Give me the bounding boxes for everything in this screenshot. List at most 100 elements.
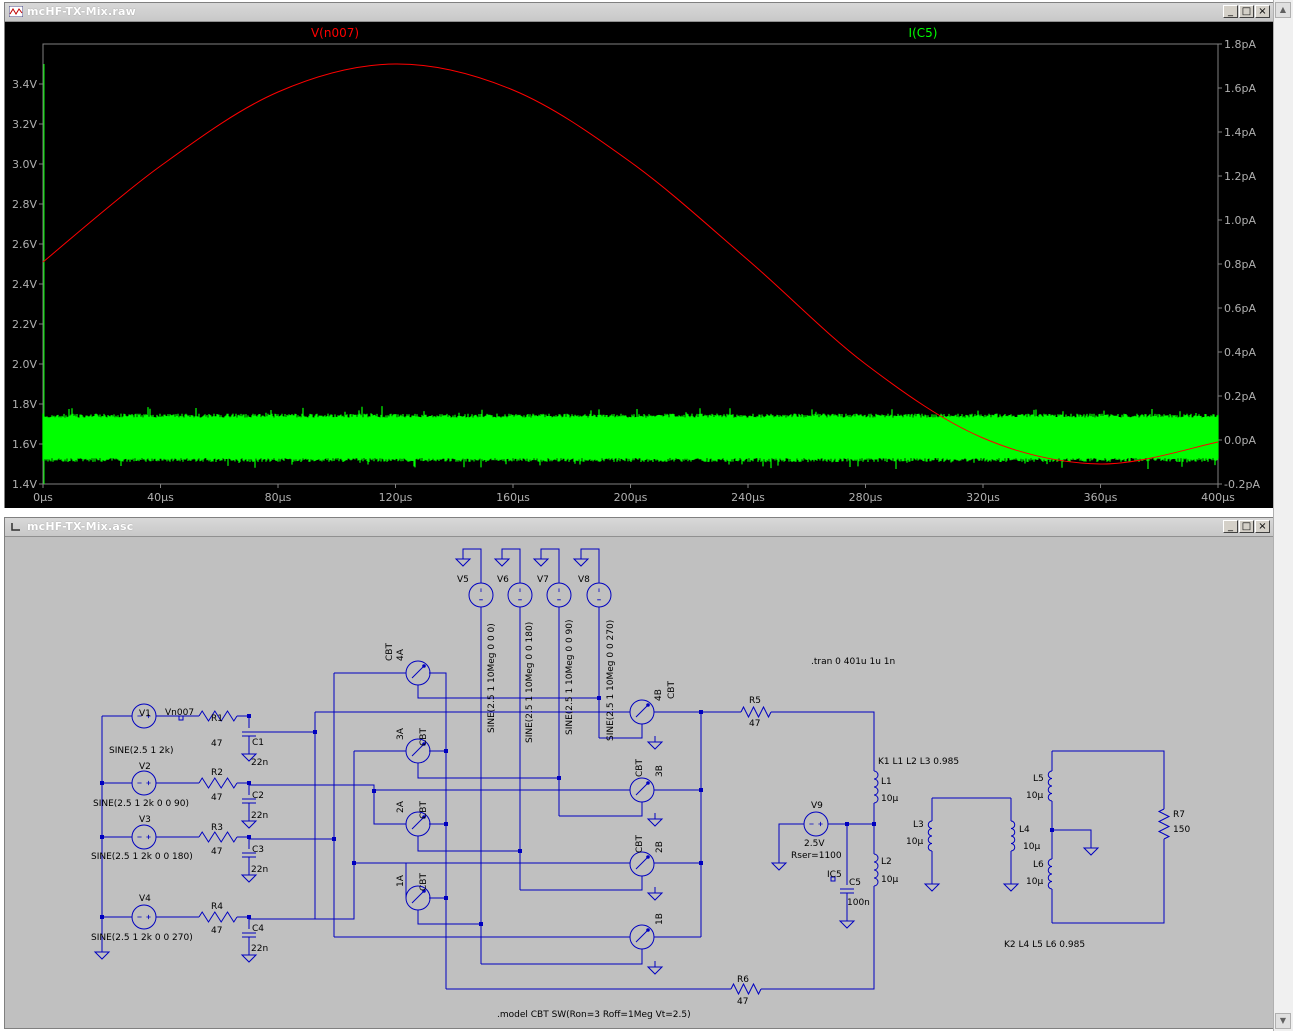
- left-tick-label: 2.8V: [12, 198, 37, 211]
- inductor-label-l5: L5: [1033, 774, 1044, 784]
- waveform-window: mcHF-TX-Mix.raw _ □ × V(n007) I(C5) 3.4V…: [4, 2, 1274, 508]
- scroll-up-arrow-icon[interactable]: ▲: [1275, 2, 1291, 18]
- wire: [481, 949, 643, 965]
- source-v5[interactable]: [468, 582, 494, 608]
- trace-label-i[interactable]: I(C5): [909, 26, 938, 40]
- maximize-button[interactable]: □: [1239, 520, 1254, 533]
- ground-icon: [1082, 842, 1100, 856]
- source-label-v5: V5: [457, 575, 469, 585]
- source-value-v2: SINE(2.5 1 2k 0 0 90): [93, 799, 189, 809]
- schematic-titlebar[interactable]: mcHF-TX-Mix.asc _ □ ×: [5, 518, 1273, 537]
- source-label-v9: V9: [811, 801, 823, 811]
- switch-label-2a: 2A: [396, 800, 406, 813]
- source-v3[interactable]: [131, 824, 157, 850]
- right-tick-label: 1.2pA: [1224, 170, 1256, 183]
- resistor-r7[interactable]: [1157, 808, 1171, 840]
- switch-4b[interactable]: [629, 699, 655, 725]
- resistor-r2[interactable]: [198, 777, 238, 789]
- resistor-value-r5: 47: [749, 719, 760, 729]
- inductor-value-l6: 10µ: [1026, 877, 1043, 887]
- source-label-v8: V8: [578, 575, 590, 585]
- source-v2[interactable]: [131, 770, 157, 796]
- directive-tran[interactable]: .tran 0 401u 1u 1n: [811, 657, 895, 667]
- switch-2a[interactable]: [405, 811, 431, 837]
- switch-4a[interactable]: [405, 660, 431, 686]
- wire: [580, 548, 600, 583]
- switch-1b[interactable]: [629, 924, 655, 950]
- directive-model[interactable]: .model CBT SW(Ron=3 Roff=1Meg Vt=2.5): [497, 1010, 691, 1020]
- ground-icon: [572, 553, 590, 567]
- resistor-value-r2: 47: [211, 793, 222, 803]
- inductor-l3[interactable]: [927, 820, 933, 852]
- resistor-r4[interactable]: [198, 911, 238, 923]
- x-tick-label: 280µs: [849, 491, 883, 504]
- inductor-l5[interactable]: [1047, 770, 1053, 802]
- inductor-l4[interactable]: [1010, 820, 1016, 852]
- close-button[interactable]: ×: [1255, 520, 1270, 533]
- source-v9[interactable]: [803, 811, 829, 837]
- maximize-button[interactable]: □: [1239, 5, 1254, 18]
- inductor-label-l2: L2: [881, 857, 892, 867]
- switch-model-2b: CBT: [635, 835, 645, 853]
- left-tick-label: 1.6V: [12, 438, 37, 451]
- schematic-app-icon: [11, 523, 20, 531]
- switch-3a[interactable]: [405, 738, 431, 764]
- directive-k1[interactable]: K1 L1 L2 L3 0.985: [878, 757, 959, 767]
- waveform-titlebar[interactable]: mcHF-TX-Mix.raw _ □ ×: [5, 3, 1273, 22]
- capacitor-c2[interactable]: [242, 798, 256, 804]
- scroll-down-arrow-icon[interactable]: ▼: [1275, 1013, 1291, 1029]
- source-value-v5: SINE(2.5 1 10Meg 0 0 0): [487, 623, 497, 733]
- vertical-scrollbar[interactable]: ▲ ▼: [1273, 0, 1293, 1031]
- x-tick-label: 120µs: [379, 491, 413, 504]
- schematic-canvas[interactable]: V1 SINE(2.5 1 2k) Vn007 V2 SINE(2.5 1 2k…: [5, 537, 1273, 1028]
- wire: [501, 548, 521, 583]
- source-v1[interactable]: [131, 703, 157, 729]
- source-value-v3: SINE(2.5 1 2k 0 0 180): [91, 852, 193, 862]
- cap-value-c3: 22n: [251, 865, 268, 875]
- wire: [778, 823, 804, 858]
- inductor-l1[interactable]: [873, 770, 879, 804]
- switch-label-3a: 3A: [396, 727, 406, 740]
- wire: [249, 784, 406, 825]
- close-button[interactable]: ×: [1255, 5, 1270, 18]
- minimize-button[interactable]: _: [1223, 520, 1238, 533]
- capacitor-c3[interactable]: [242, 852, 256, 858]
- left-tick-label: 2.4V: [12, 278, 37, 291]
- x-tick-label: 0µs: [33, 491, 53, 504]
- right-tick-label: 1.0pA: [1224, 214, 1256, 227]
- schematic[interactable]: V1 SINE(2.5 1 2k) Vn007 V2 SINE(2.5 1 2k…: [5, 537, 1273, 1029]
- capacitor-c1[interactable]: [242, 731, 256, 737]
- waveform-plot[interactable]: V(n007) I(C5) 3.4V3.2V3.0V2.8V2.6V2.4V2.…: [5, 22, 1273, 508]
- wires: [100, 548, 1165, 990]
- resistor-r6[interactable]: [730, 982, 762, 996]
- resistor-r1[interactable]: [198, 710, 238, 722]
- capacitor-c4[interactable]: [242, 932, 256, 938]
- cap-value-c1: 22n: [251, 758, 268, 768]
- wire: [599, 724, 643, 739]
- right-tick-label: 0.4pA: [1224, 346, 1256, 359]
- switch-3b[interactable]: [629, 777, 655, 803]
- switch-label-1a: 1A: [396, 874, 406, 887]
- left-axis: 3.4V3.2V3.0V2.8V2.6V2.4V2.2V2.0V1.8V1.6V…: [12, 78, 43, 491]
- inductor-l6[interactable]: [1047, 858, 1053, 890]
- source-v7[interactable]: [546, 582, 572, 608]
- resistor-r3[interactable]: [198, 831, 238, 843]
- capacitor-c5[interactable]: [840, 888, 854, 894]
- source-v8[interactable]: [586, 582, 612, 608]
- inductor-l2[interactable]: [873, 853, 879, 887]
- resistor-r5[interactable]: [740, 705, 772, 719]
- source-value-v6: SINE(2.5 1 10Meg 0 0 180): [525, 622, 535, 743]
- x-tick-label: 240µs: [731, 491, 765, 504]
- directive-k2[interactable]: K2 L4 L5 L6 0.985: [1004, 940, 1085, 950]
- source-v4[interactable]: [131, 904, 157, 930]
- inductor-label-l6: L6: [1033, 860, 1044, 870]
- source-v6[interactable]: [507, 582, 533, 608]
- trace-label-v[interactable]: V(n007): [311, 26, 359, 40]
- left-tick-label: 2.6V: [12, 238, 37, 251]
- switch-label-3b: 3B: [655, 765, 665, 777]
- switch-2b[interactable]: [629, 851, 655, 877]
- minimize-button[interactable]: _: [1223, 5, 1238, 18]
- switch-1a[interactable]: [405, 885, 431, 911]
- resistor-value-r6: 47: [737, 997, 748, 1007]
